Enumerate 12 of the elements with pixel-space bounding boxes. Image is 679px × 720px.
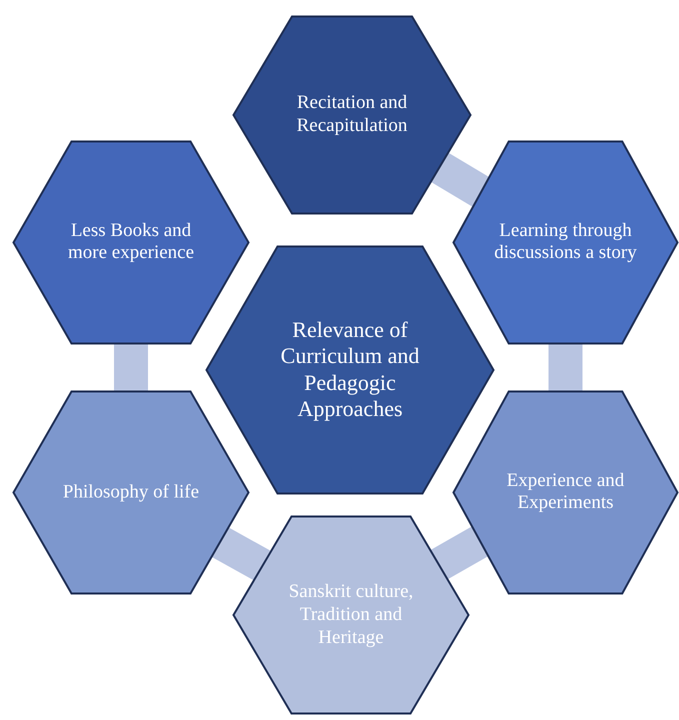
connector-band: [114, 344, 148, 392]
node-text: Philosophy of life: [62, 481, 200, 504]
connector-band: [212, 527, 270, 580]
connector-band: [548, 344, 582, 392]
node-text: Learning through discussions a story: [493, 220, 638, 266]
node-text: Experience and Experiments: [506, 470, 626, 516]
node-text: Recitation and Recapitulation: [296, 92, 408, 138]
node-text: Sanskrit culture, Tradition and Heritage: [288, 580, 414, 650]
connector-band: [430, 152, 490, 207]
connector-band: [430, 526, 488, 580]
node-text: Relevance of Curriculum and Pedagogic Approaches: [280, 317, 420, 423]
node-text: Less Books and more experience: [66, 220, 196, 266]
